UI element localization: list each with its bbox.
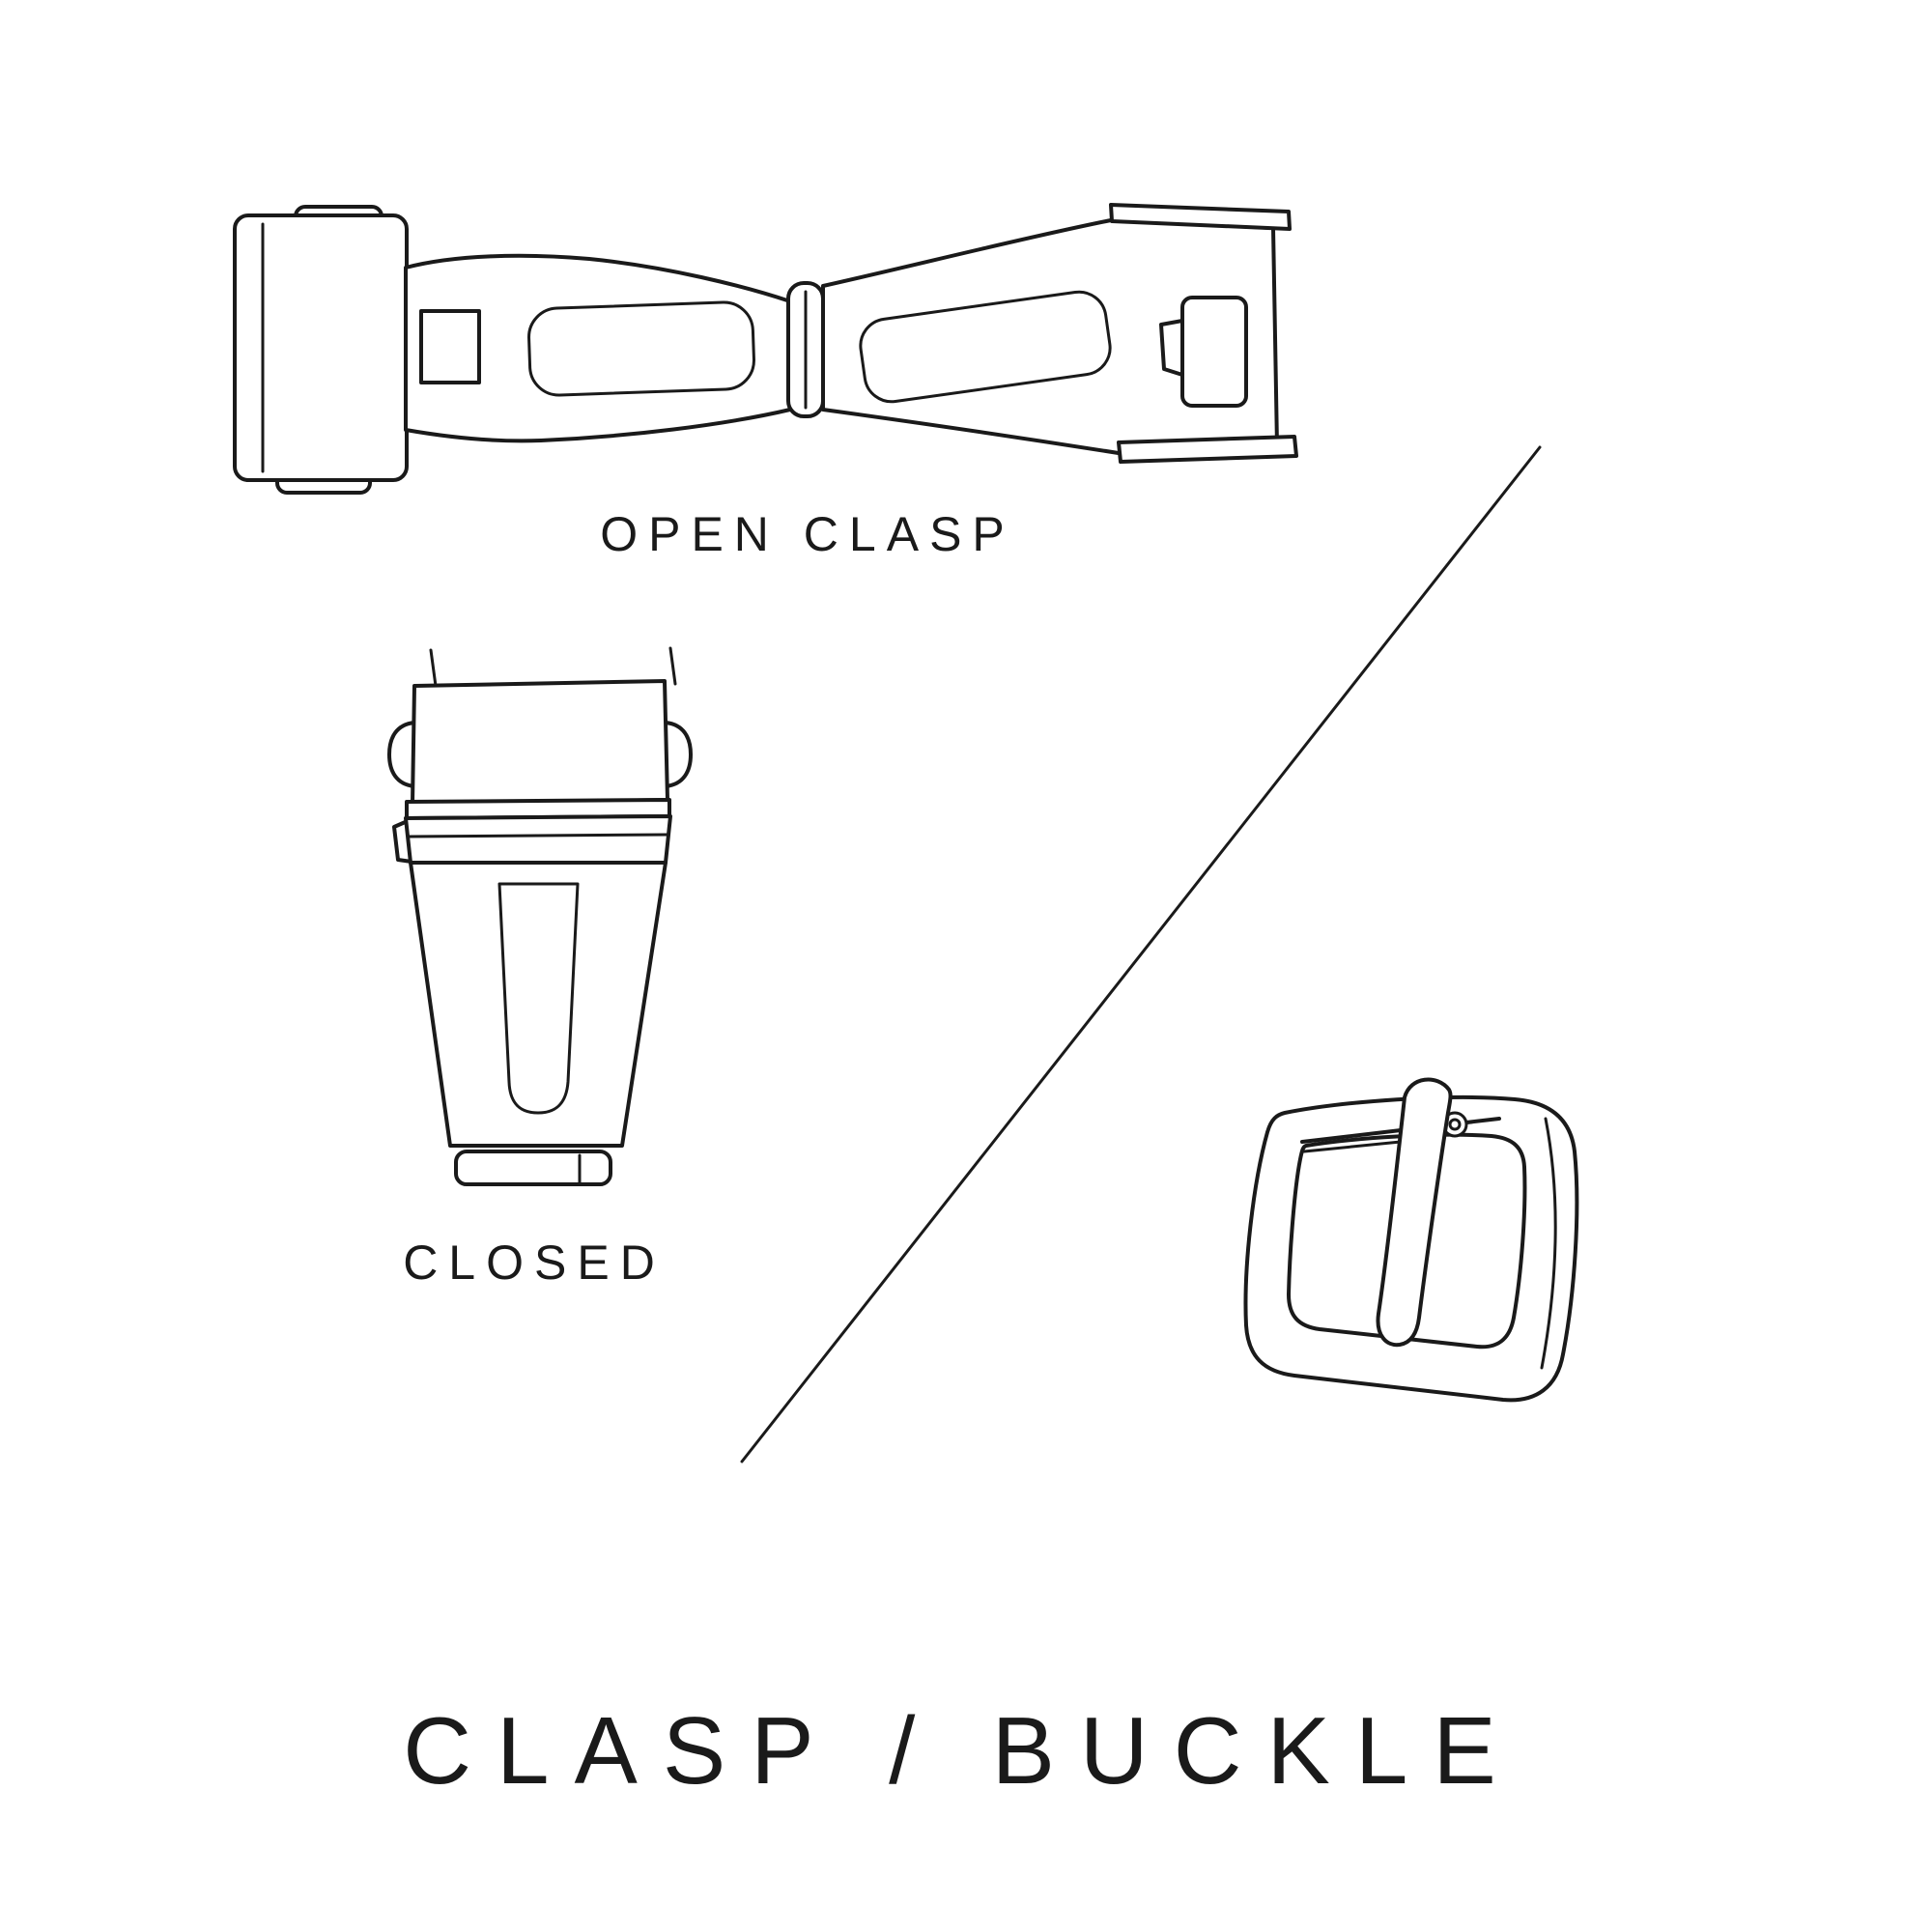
closed-clasp-slot [497,882,580,1115]
clasp-left-arm-inner-detail [527,300,755,397]
diagram-title: CLASP / BUCKLE [403,1697,1521,1804]
closed-clasp-illustration-icon [387,646,693,1186]
closed-clasp-top-block [411,679,669,806]
clasp-release-lever [1159,319,1184,377]
closed-clasp-ear-left [387,721,416,788]
closed-clasp-prong-right [668,646,677,686]
buckle-frame-thickness-line [1540,1117,1557,1370]
clasp-right-arm-inner-detail [859,290,1112,404]
clasp-cover-block [233,213,409,482]
buckle-coil-inner [1448,1118,1462,1131]
closed-clasp-body [409,861,668,1148]
clasp-right-top-cap [1109,203,1292,231]
closed-clasp-left-tab [392,818,413,864]
closed-label: CLOSED [403,1236,666,1290]
buckle-tongue [1376,1077,1453,1348]
open-clasp-label: OPEN CLASP [600,507,1015,561]
clasp-left-arm-notch [419,309,481,384]
tang-buckle-illustration-icon [1243,1077,1579,1403]
diagonal-divider-line-icon [740,445,1542,1463]
clasp-right-bottom-cap [1117,435,1298,464]
closed-clasp-prong-left [429,648,438,688]
clasp-release-box [1180,296,1248,408]
open-clasp-illustration-icon [233,203,1298,495]
closed-clasp-bottom-cap [454,1150,612,1186]
closed-clasp-ear-right [664,721,693,788]
closed-clasp-band-2 [404,814,672,865]
closed-clasp-band-2-line [407,833,669,838]
